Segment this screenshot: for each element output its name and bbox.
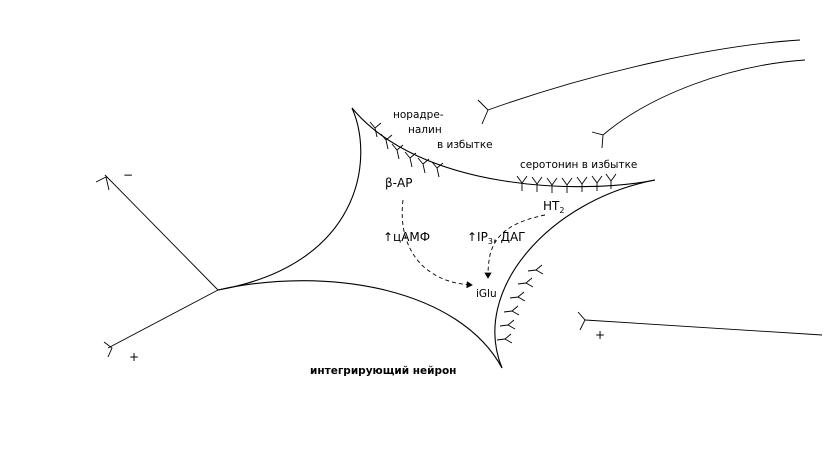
- right-excitatory-axon: [577, 311, 823, 336]
- camp-label: ↑цАМФ: [383, 230, 430, 244]
- serotonin-receptors: [516, 173, 617, 193]
- integrating-neuron-label: интегрирующий нейрон: [310, 365, 456, 377]
- left-input-minus: [95, 176, 110, 191]
- iglu-label: iGlu: [476, 288, 497, 300]
- plus-sign-right: +: [595, 328, 605, 342]
- left-input-plus: [103, 341, 113, 358]
- beta-ar-label: β-АР: [385, 176, 412, 190]
- noradrenaline-label-line1: норадре-: [393, 109, 444, 121]
- ip3-dag-label: ↑IP3, ДАГ: [467, 230, 525, 246]
- noradrenaline-label-line3: в избытке: [437, 139, 493, 151]
- ip3-pathway-arrow: [484, 214, 546, 279]
- noradrenaline-label-line2: налин: [408, 124, 442, 136]
- noradrenaline-axon: [477, 39, 801, 125]
- plus-sign-left: +: [129, 350, 139, 364]
- minus-sign: −: [123, 168, 133, 182]
- serotonin-axon: [591, 59, 806, 149]
- integrating-neuron-body: [104, 107, 656, 369]
- serotonin-label: серотонин в избытке: [520, 159, 637, 171]
- glutamate-receptors: [496, 264, 544, 344]
- ht2-label: HT2: [543, 199, 564, 215]
- noradrenaline-receptors: [369, 121, 444, 178]
